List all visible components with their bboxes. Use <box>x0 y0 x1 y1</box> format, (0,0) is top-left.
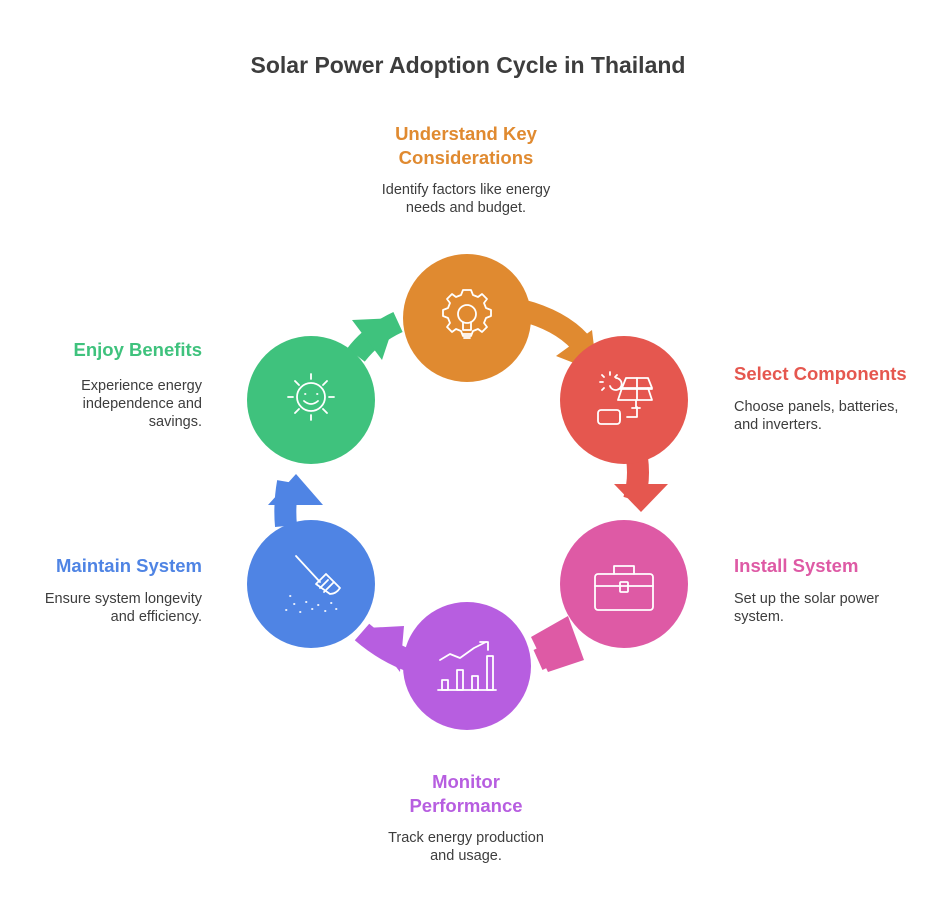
growth-chart-icon <box>437 641 497 691</box>
step-description-maintain: Ensure system longevity and efficiency. <box>44 591 202 625</box>
arrow-enjoy-to-understand <box>347 312 403 362</box>
step-description-enjoy: Experience energy independence and savin… <box>81 378 202 430</box>
enjoy-circle <box>247 336 375 464</box>
step-description-monitor: Track energy production and usage. <box>388 830 544 864</box>
step-label-maintain: Maintain System <box>56 555 202 576</box>
arrow-select-to-install <box>614 456 668 512</box>
monitor-circle <box>403 602 531 730</box>
step-label-install: Install System <box>734 555 859 576</box>
step-description-understand: Identify factors like energy needs and b… <box>381 182 551 216</box>
step-label-monitor: Monitor Performance <box>409 771 523 816</box>
arrow-install-to-monitor <box>531 616 584 672</box>
page-title: Solar Power Adoption Cycle in Thailand <box>250 52 686 78</box>
step-label-enjoy: Enjoy Benefits <box>73 339 203 360</box>
maintain-circle <box>247 520 375 648</box>
lightbulb-gear-icon <box>442 289 492 339</box>
rake-icon <box>285 555 341 613</box>
smiling-sun-icon <box>287 373 335 421</box>
arrow-maintain-to-enjoy <box>268 474 323 528</box>
step-label-understand: Understand Key Considerations <box>395 123 537 168</box>
install-circle <box>560 520 688 648</box>
step-description-select: Choose panels, batteries, and inverters. <box>734 399 899 433</box>
understand-circle <box>403 254 531 382</box>
solar-panel-battery-icon <box>597 371 653 425</box>
step-label-select: Select Components <box>734 363 907 384</box>
step-description-install: Set up the solar power system. <box>734 591 880 625</box>
toolbox-icon <box>594 565 654 611</box>
